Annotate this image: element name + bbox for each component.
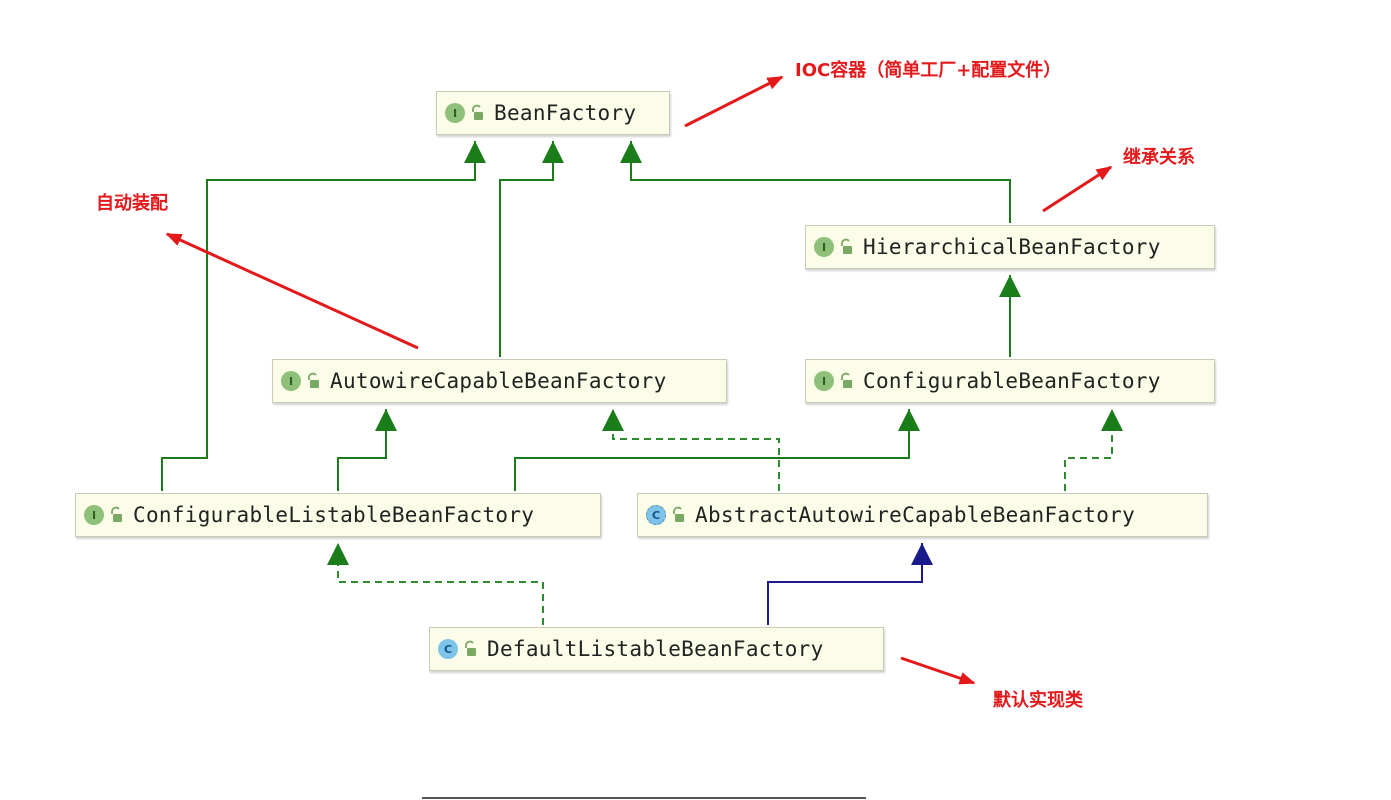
class-icon: C <box>438 639 458 659</box>
edge-default-listable-extends-abstract-autowire <box>767 543 933 625</box>
edge-default-listable-implements-configurable-listable <box>327 543 544 625</box>
node-default-listable-bean-factory[interactable]: C DefaultListableBeanFactory <box>429 627 884 671</box>
edge-abstract-autowire-implements-configurable <box>1064 409 1123 491</box>
edge-configurable-listable-to-configurable <box>514 409 920 491</box>
node-label: AbstractAutowireCapableBeanFactory <box>695 503 1136 527</box>
annotation-default-impl: 默认实现类 <box>993 690 1083 711</box>
annotation-ioc: IOC容器（简单工厂+配置文件） <box>795 60 1062 81</box>
node-label: ConfigurableListableBeanFactory <box>133 503 535 527</box>
interface-icon: I <box>814 371 834 391</box>
interface-icon: I <box>445 103 465 123</box>
node-abstract-autowire-capable-bean-factory[interactable]: C AbstractAutowireCapableBeanFactory <box>637 493 1208 537</box>
node-bean-factory[interactable]: I BeanFactory <box>436 91 670 135</box>
node-label: ConfigurableBeanFactory <box>863 369 1161 393</box>
node-configurable-listable-bean-factory[interactable]: I ConfigurableListableBeanFactory <box>75 493 601 537</box>
annotation-autowire: 自动装配 <box>96 193 168 214</box>
unlocked-icon <box>673 506 684 522</box>
edge-abstract-autowire-implements-autowire <box>602 409 780 491</box>
unlocked-icon <box>841 238 852 254</box>
unlocked-icon <box>472 104 483 120</box>
edge-configurable-listable-to-autowire <box>337 409 397 491</box>
unlocked-icon <box>841 372 852 388</box>
annotation-arrow-default-impl <box>900 656 976 685</box>
node-label: BeanFactory <box>494 101 637 125</box>
node-label: AutowireCapableBeanFactory <box>330 369 667 393</box>
node-hierarchical-bean-factory[interactable]: I HierarchicalBeanFactory <box>805 225 1215 269</box>
node-label: HierarchicalBeanFactory <box>863 235 1161 259</box>
node-autowire-capable-bean-factory[interactable]: I AutowireCapableBeanFactory <box>272 359 727 403</box>
unlocked-icon <box>308 372 319 388</box>
edge-hierarchical-to-bean-factory <box>620 141 1011 223</box>
annotation-arrow-ioc <box>684 75 784 128</box>
node-configurable-bean-factory[interactable]: I ConfigurableBeanFactory <box>805 359 1215 403</box>
unlocked-icon <box>111 506 122 522</box>
unlocked-icon <box>465 640 476 656</box>
abstract-class-icon: C <box>646 505 666 525</box>
edge-configurable-listable-to-bean-factory <box>161 141 486 491</box>
annotation-inheritance: 继承关系 <box>1123 147 1195 168</box>
annotation-arrow-inheritance <box>1042 165 1113 213</box>
interface-icon: I <box>281 371 301 391</box>
edge-autowire-to-bean-factory <box>499 141 564 357</box>
bottom-divider <box>422 797 866 799</box>
node-label: DefaultListableBeanFactory <box>487 637 824 661</box>
annotation-arrow-autowire <box>165 232 419 350</box>
interface-icon: I <box>84 505 104 525</box>
interface-icon: I <box>814 237 834 257</box>
